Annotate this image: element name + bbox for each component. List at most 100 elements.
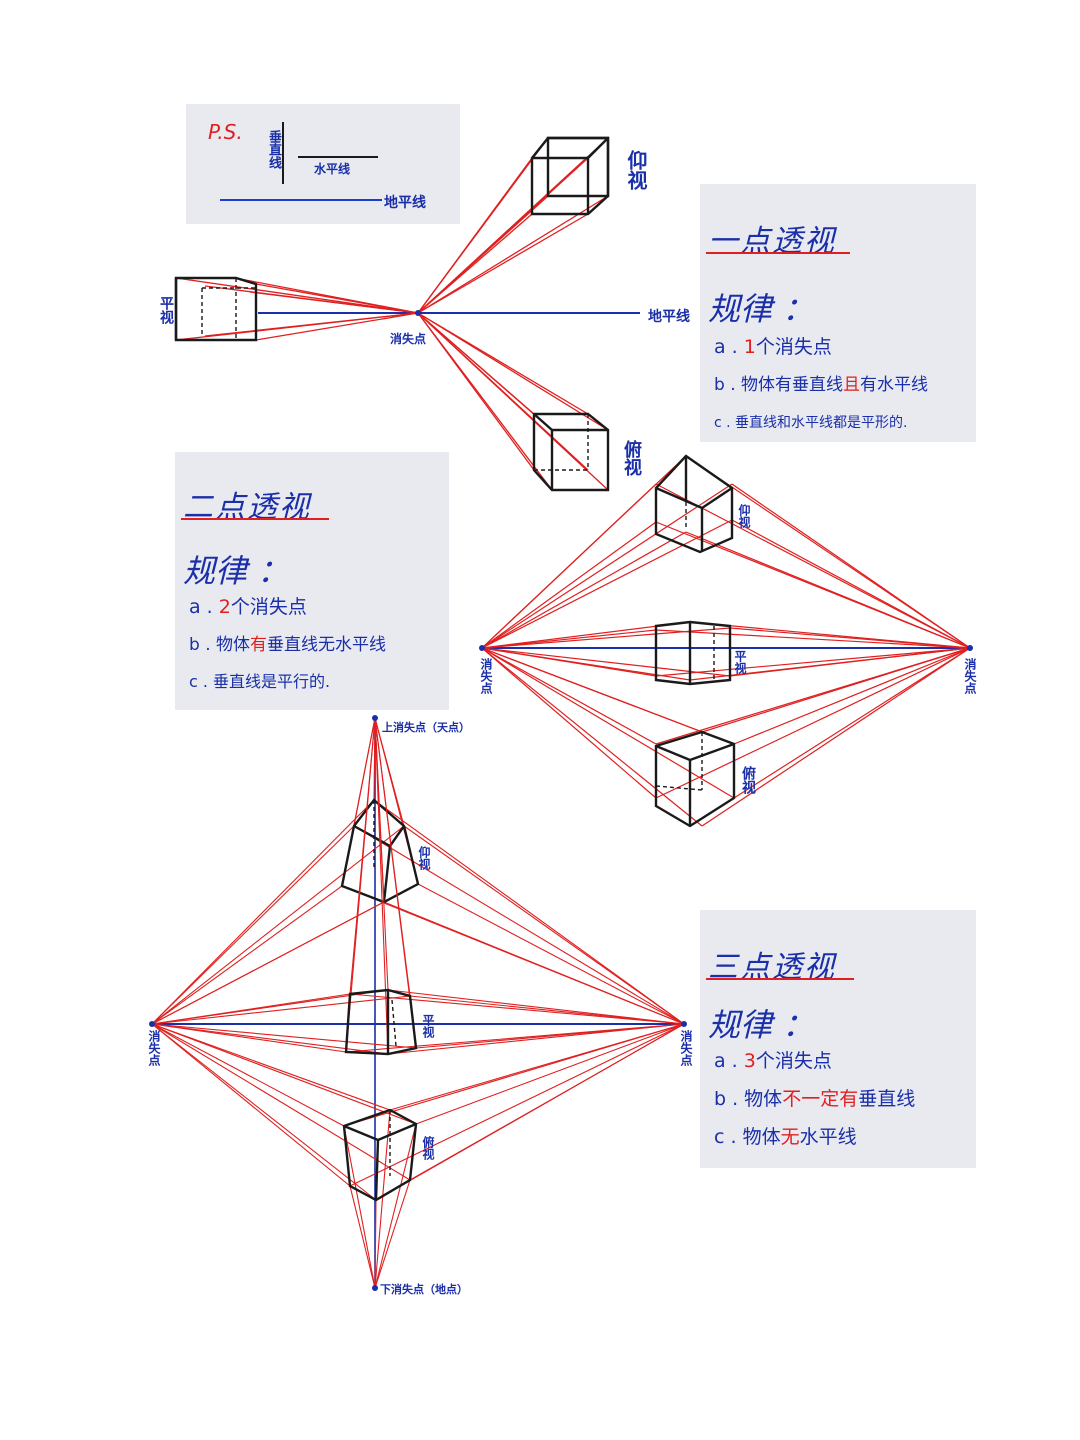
one-point-vp-label: 消失点	[390, 332, 427, 346]
title-underline	[706, 978, 854, 980]
horizontal-line-label: 水平线	[314, 162, 351, 176]
ground-line-label: 地平线	[384, 195, 426, 211]
vp-ray	[655, 647, 971, 799]
vp-ray	[151, 1023, 351, 1187]
rule-c: c . 垂直线和水平线都是平形的.	[714, 415, 908, 431]
rule-c: c . 物体无水平线	[714, 1126, 857, 1148]
one-point-ground-label: 地平线	[648, 309, 690, 325]
cube-edge	[382, 845, 392, 903]
vp-ray	[481, 647, 731, 677]
three-point-cube-mid-label: 平视	[421, 1014, 435, 1038]
law-label: 规律 ：	[708, 1006, 815, 1044]
three-point-vp-left-label: 消失点	[147, 1030, 161, 1066]
vp-ray	[481, 627, 731, 649]
vp-ray	[151, 825, 405, 1025]
cube-edge	[343, 1124, 379, 1142]
vp-ray	[417, 157, 533, 314]
vp-ray	[383, 901, 685, 1025]
vp-ray	[151, 885, 343, 1025]
vp-ray	[374, 717, 389, 1055]
vanishing-point	[415, 310, 421, 316]
three-point-vp-bottom-label: 下消失点（地点）	[380, 1283, 468, 1296]
ps-label: P.S.	[208, 120, 243, 144]
vanishing-point	[372, 715, 378, 721]
two-point-note: 二点透视 规律 ： a . 2个消失点 b . 物体有垂直线无水平线 c . 垂…	[175, 452, 449, 710]
vp-ray	[151, 989, 389, 1025]
vp-ray	[151, 995, 411, 1025]
three-point-vp-top-label: 上消失点（天点）	[382, 721, 470, 734]
vp-ray	[151, 1023, 417, 1049]
vertical-line-sample	[282, 122, 284, 184]
cube-edge	[701, 487, 733, 509]
vp-ray	[151, 1023, 411, 1181]
rule-a: a . 1个消失点	[714, 336, 832, 358]
cube-edge	[377, 1122, 417, 1142]
vp-ray	[481, 531, 687, 649]
vp-ray	[417, 312, 609, 431]
rule-b: b . 物体有垂直线且有水平线	[714, 375, 929, 395]
vp-ray	[733, 647, 971, 799]
title-underline	[706, 252, 850, 254]
three-point-note: 三点透视 规律 ： a . 3个消失点 b . 物体不一定有垂直线 c . 物体…	[700, 910, 976, 1168]
vp-ray	[417, 312, 609, 491]
vertical-line-label: 垂直线	[266, 130, 281, 169]
vp-ray	[417, 157, 589, 314]
two-point-cube-up-label: 仰视	[737, 504, 751, 528]
cube-edge	[374, 1139, 380, 1201]
legend-box: P.S. 垂直线 水平线 地平线	[186, 104, 460, 224]
vp-ray	[373, 799, 685, 1025]
vp-ray	[353, 825, 685, 1025]
vp-ray	[481, 647, 703, 827]
vp-ray	[175, 277, 419, 314]
vp-ray	[481, 521, 657, 649]
vp-ray	[403, 825, 685, 1025]
vp-ray	[349, 993, 685, 1025]
vp-ray	[374, 717, 417, 1049]
vp-ray	[729, 627, 971, 649]
vp-ray	[731, 483, 971, 649]
vp-ray	[481, 483, 657, 649]
vp-ray	[234, 277, 419, 314]
cube-edge	[689, 742, 735, 762]
vp-ray	[655, 521, 971, 649]
vp-ray	[373, 717, 376, 801]
vanishing-point	[372, 1285, 378, 1291]
vanishing-point-left	[479, 645, 485, 651]
vp-ray	[151, 1023, 345, 1127]
vp-ray	[415, 1023, 685, 1125]
vanishing-point	[149, 1021, 155, 1027]
vp-ray	[151, 883, 419, 1025]
vp-ray	[249, 291, 419, 314]
vp-ray	[151, 1023, 417, 1125]
vp-ray	[731, 519, 971, 649]
vanishing-point	[681, 1021, 687, 1027]
ground-line-sample	[220, 199, 382, 201]
rule-b: b . 物体不一定有垂直线	[714, 1088, 916, 1110]
vp-ray	[481, 647, 657, 677]
three-point-cube-down-label: 俯视	[421, 1136, 435, 1160]
cube-edge	[353, 824, 391, 848]
cube-edge	[655, 744, 691, 762]
vp-ray	[655, 629, 971, 649]
vp-ray	[389, 1023, 685, 1111]
horizontal-line-sample	[298, 156, 378, 158]
two-point-cube-down-label: 俯视	[740, 766, 756, 794]
vp-ray	[349, 1185, 376, 1289]
vanishing-point-right	[967, 645, 973, 651]
cube-hidden-edge	[391, 999, 397, 1047]
vp-ray	[374, 1179, 411, 1289]
rule-c: c . 垂直线是平行的.	[189, 672, 331, 691]
cube-edge	[655, 486, 703, 510]
vp-ray	[151, 799, 375, 1025]
cube-edge	[533, 413, 553, 431]
vp-ray	[481, 647, 657, 745]
vp-ray	[481, 483, 733, 649]
vp-ray	[655, 647, 971, 677]
vp-ray	[655, 483, 971, 649]
one-point-up-label: 仰视	[624, 150, 648, 190]
rule-a: a . 2个消失点	[189, 596, 307, 618]
vp-ray	[387, 989, 685, 1025]
three-down-cube	[342, 1108, 418, 1202]
vp-ray	[481, 647, 735, 799]
